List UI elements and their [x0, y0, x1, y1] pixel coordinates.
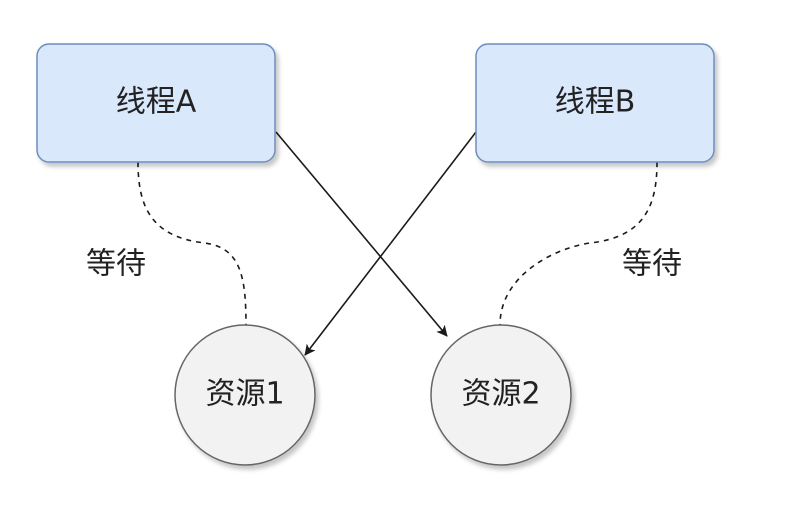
wait-label-right: 等待	[622, 247, 682, 282]
edge-thread-b-to-resource-1	[304, 131, 477, 356]
wait-label-left: 等待	[86, 247, 146, 282]
thread-a-label: 线程A	[116, 85, 197, 120]
resource-1-node: 资源1	[174, 324, 316, 466]
resource-2-node: 资源2	[430, 324, 572, 466]
edge-thread-a-to-resource-2	[275, 131, 448, 337]
thread-b-label: 线程B	[555, 85, 636, 120]
resource-2-label: 资源2	[461, 377, 540, 412]
wait-edge-thread-b-resource-2	[499, 161, 658, 326]
resource-1-label: 资源1	[205, 377, 284, 412]
wait-edge-thread-a-resource-1	[137, 161, 247, 326]
thread-b-node: 线程B	[475, 43, 715, 163]
thread-a-node: 线程A	[36, 43, 276, 163]
